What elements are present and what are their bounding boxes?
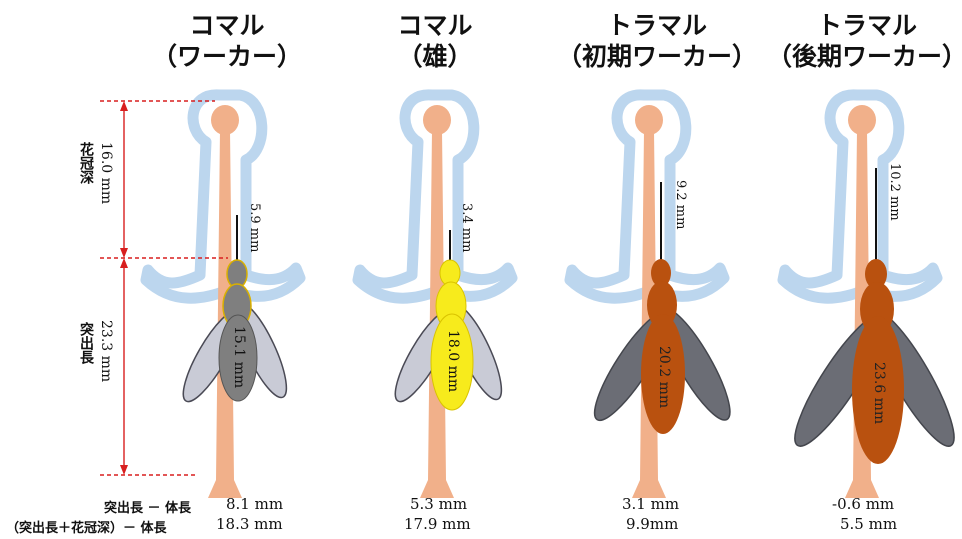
corolla-depth-label: 花冠深: [76, 142, 96, 184]
body-length-1: 15.1 mm: [231, 326, 247, 388]
stat-difference-1: 8.1 mm: [226, 495, 283, 513]
caste-label: （ワーカー）: [122, 41, 332, 72]
tongue-length-3: 9.2 mm: [673, 180, 688, 229]
body-length-3: 20.2 mm: [656, 346, 672, 408]
column-1-title: コマル （ワーカー）: [122, 10, 332, 72]
stat-total-difference-1: 18.3 mm: [216, 515, 283, 533]
species-name: トラマル: [762, 10, 962, 41]
tongue-length-1: 5.9 mm: [247, 203, 262, 252]
flower-2: [358, 95, 512, 498]
column-3-title: トラマル （初期ワーカー）: [552, 10, 762, 72]
species-name: コマル: [122, 10, 332, 41]
species-name: コマル: [330, 10, 540, 41]
caste-label: （初期ワーカー）: [552, 41, 762, 72]
corolla-depth-value: 16.0 mm: [98, 142, 114, 204]
caste-label: （後期ワーカー）: [762, 41, 962, 72]
tongue-length-4: 10.2 mm: [887, 163, 902, 221]
stat-total-difference-4: 5.5 mm: [840, 515, 897, 533]
stat-difference-2: 5.3 mm: [410, 495, 467, 513]
protrusion-length-value: 23.3 mm: [98, 320, 114, 382]
flower-3: [570, 95, 724, 498]
body-length-4: 23.6 mm: [871, 362, 887, 424]
row-label-total-difference: （突出長＋花冠深）－ 体長: [6, 517, 167, 536]
column-4-title: トラマル （後期ワーカー）: [762, 10, 962, 72]
protrusion-length-label: 突出長: [76, 322, 96, 364]
stat-difference-4: -0.6 mm: [832, 495, 894, 513]
stat-difference-3: 3.1 mm: [622, 495, 679, 513]
column-2-title: コマル （雄）: [330, 10, 540, 72]
caste-label: （雄）: [330, 41, 540, 72]
body-length-2: 18.0 mm: [445, 330, 461, 392]
row-label-difference: 突出長 － 体長: [104, 497, 191, 516]
flower-1: [146, 95, 300, 498]
tongue-length-2: 3.4 mm: [459, 203, 474, 252]
species-name: トラマル: [552, 10, 762, 41]
stat-total-difference-3: 9.9mm: [626, 515, 678, 533]
stat-total-difference-2: 17.9 mm: [404, 515, 471, 533]
